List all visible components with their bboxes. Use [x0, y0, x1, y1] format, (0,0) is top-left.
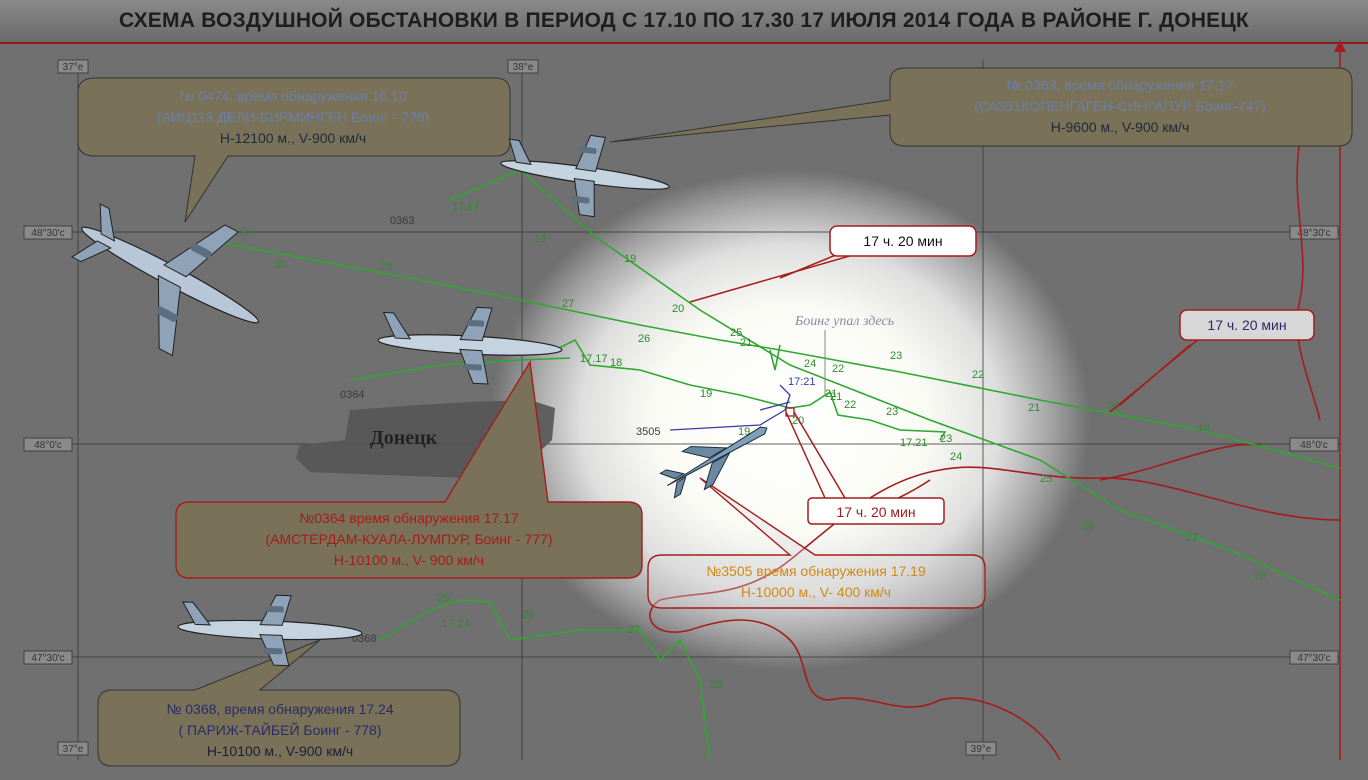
- tick-24: 24: [804, 358, 816, 370]
- lat-label-4730: 47°30'с: [31, 653, 64, 664]
- callout-0364-line3: Н-10100 м., V- 900 км/ч: [334, 552, 484, 568]
- tick-21f: 21: [825, 388, 837, 400]
- callout-0368-line3: Н-10100 м., V-900 км/ч: [207, 743, 353, 759]
- time-tag-2: 17 ч. 20 мин: [1109, 309, 1315, 413]
- tick-20b: 20: [1108, 401, 1120, 413]
- time-label-1721a: 17:21: [788, 376, 816, 388]
- lon-label-37-bottom: 37°е: [63, 744, 84, 755]
- fighter-3505-icon: [659, 426, 768, 499]
- callout-3505: №3505 время обнаружения 17.19 Н-10000 м.…: [647, 477, 986, 609]
- tick-26: 26: [638, 333, 650, 345]
- lon-label-37: 37°е: [63, 62, 84, 73]
- callout-0474-line3: Н-12100 м., V-900 км/ч: [220, 130, 366, 146]
- tick-28c: 28: [1254, 570, 1266, 582]
- tick-23: 23: [890, 350, 902, 362]
- callout-0364-line2: (АМСТЕРДАМ-КУАЛА-ЛУМПУР, Боинг - 777): [265, 531, 552, 547]
- tick-25c: 25: [1040, 473, 1052, 485]
- tick-30: 30: [274, 259, 286, 271]
- lat-label-4730-right: 47°30'с: [1297, 653, 1330, 664]
- time-tag-2-label: 17 ч. 20 мин: [1207, 317, 1286, 333]
- minute-tick-labels: 18 19 20 25 23 22 21 20 19 30 29 27 26 2…: [274, 233, 1266, 691]
- lat-label-48: 48°0'с: [34, 440, 62, 451]
- track-3505: [669, 384, 791, 431]
- tick-28e: 28: [710, 679, 722, 691]
- callout-0474-line2: (АИЦ113 ДЕЛИ-БИРМИНГЕН Боинг - 778): [157, 109, 430, 125]
- tick-18c: 18: [610, 357, 622, 369]
- crash-site-marker: Боинг упал здесь: [785, 314, 894, 417]
- time-tag-1-label: 17 ч. 20 мин: [863, 233, 942, 249]
- tick-23b: 23: [886, 406, 898, 418]
- red-boundary-arrow: [1334, 40, 1346, 760]
- tick-21c: 21: [830, 391, 842, 403]
- callout-0364: №0364 время обнаружения 17.17 (АМСТЕРДАМ…: [175, 359, 643, 579]
- tick-22: 22: [972, 369, 984, 381]
- airliner-0364-icon: [377, 306, 563, 385]
- airliner-0368-icon: [177, 594, 363, 667]
- tick-18: 18: [534, 233, 546, 245]
- time-label-1721b: 17.21: [900, 437, 928, 449]
- callout-3505-line2: Н-10000 м., V- 400 км/ч: [741, 584, 891, 600]
- callout-0363-line3: Н-9600 м., V-900 км/ч: [1051, 119, 1190, 135]
- red-border-lines: [649, 139, 1341, 761]
- callout-0474-line1: № 0474, время обнаружения 16.10: [179, 88, 406, 104]
- tick-25e: 25: [437, 593, 449, 605]
- coordinate-labels: 37°е 38°е 37°е 39°е 48°30'с 48°30'с 48°0…: [23, 59, 1339, 756]
- tick-26e: 26: [522, 609, 534, 621]
- callout-0368-line2: ( ПАРИЖ-ТАЙБЕЙ Боинг - 778): [179, 721, 382, 738]
- track-0474: [217, 241, 1341, 469]
- crash-note: Боинг упал здесь: [794, 314, 894, 329]
- tick-26c: 26: [1082, 521, 1094, 533]
- time-label-1724: 17.24: [442, 618, 470, 630]
- track-label-0363: 0363: [390, 215, 414, 227]
- lat-label-4830: 48°30'с: [31, 228, 64, 239]
- lon-label-38: 38°е: [513, 62, 534, 73]
- page-title: СХЕМА ВОЗДУШНОЙ ОБСТАНОВКИ В ПЕРИОД С 17…: [0, 0, 1368, 44]
- callout-0368: № 0368, время обнаружения 17.24 ( ПАРИЖ-…: [97, 639, 461, 767]
- tick-25: 25: [730, 327, 742, 339]
- lat-label-4830-right: 48°30'с: [1297, 228, 1330, 239]
- tick-27e: 27: [628, 624, 640, 636]
- track-label-0364: 0364: [340, 389, 364, 401]
- grid: [30, 60, 1340, 760]
- tick-22b: 22: [832, 363, 844, 375]
- lat-label-48-right: 48°0'с: [1300, 440, 1328, 451]
- callout-0368-line1: № 0368, время обнаружения 17.24: [166, 701, 393, 717]
- tick-20: 20: [672, 303, 684, 315]
- callout-0363-line1: № 0363, время обнаружения 17.17: [1006, 77, 1233, 93]
- callout-0364-line1: №0364 время обнаружения 17.17: [299, 510, 519, 526]
- tick-21: 21: [1028, 402, 1040, 414]
- tick-19b: 19: [1198, 422, 1210, 434]
- track-0363: [449, 169, 1341, 601]
- time-tag-3: 17 ч. 20 мин: [785, 411, 945, 525]
- tick-27: 27: [562, 298, 574, 310]
- time-label-1717b: 17.17: [580, 353, 608, 365]
- callout-0363-line2: (СА351КОПЕНГАГЕН-СИНГАПУР Боинг-747): [974, 98, 1266, 114]
- tick-19c: 19: [700, 388, 712, 400]
- airliner-0474-icon: [71, 203, 260, 357]
- airliner-0363-icon: [500, 134, 670, 218]
- callout-0363: № 0363, время обнаружения 17.17 (СА351КО…: [609, 67, 1353, 147]
- track-0368: [379, 599, 711, 761]
- track-label-3505: 3505: [636, 426, 660, 438]
- callout-0474: № 0474, время обнаружения 16.10 (АИЦ113 …: [77, 77, 511, 223]
- tick-21b: 21: [740, 337, 752, 349]
- tick-24c: 24: [950, 451, 962, 463]
- tick-27c: 27: [1186, 532, 1198, 544]
- tick-22c: 22: [844, 399, 856, 411]
- lon-label-39-bottom: 39°е: [971, 744, 992, 755]
- tick-29: 29: [380, 261, 392, 273]
- tick-23c: 23: [940, 433, 952, 445]
- time-label-1717a: 17.17: [452, 201, 480, 213]
- tick-19: 19: [624, 253, 636, 265]
- time-tag-3-label: 17 ч. 20 мин: [836, 504, 915, 520]
- city-label-donetsk: Донецк: [370, 427, 438, 449]
- callout-3505-line1: №3505 время обнаружения 17.19: [706, 563, 926, 579]
- time-tag-1: 17 ч. 20 мин: [689, 225, 977, 303]
